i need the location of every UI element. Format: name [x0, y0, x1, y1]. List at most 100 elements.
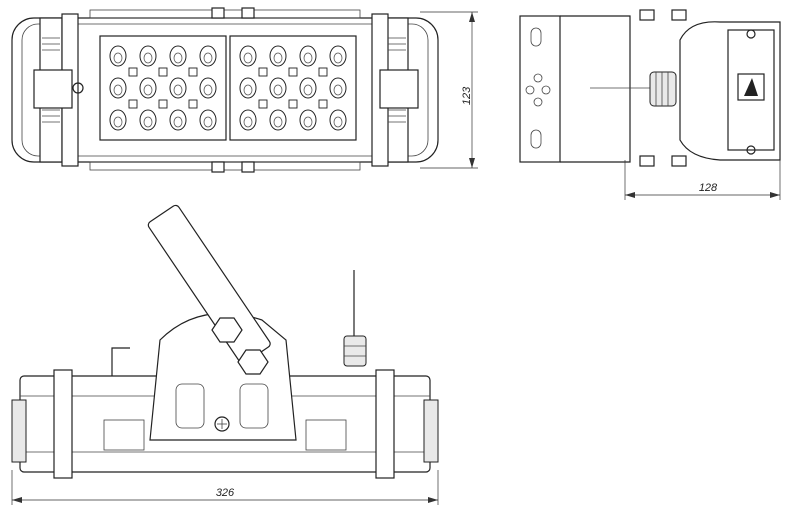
- led-lens: [139, 45, 157, 67]
- led-lens: [329, 109, 347, 131]
- left-clamp-elev: [53, 369, 73, 479]
- led-spacer: [188, 99, 198, 109]
- led-lens-inner: [333, 52, 343, 64]
- bracket-arms: [560, 15, 631, 163]
- lightning-icon: [744, 78, 758, 96]
- led-lens-inner: [143, 52, 153, 64]
- warning-label: [737, 73, 765, 101]
- led-spacer: [288, 99, 298, 109]
- bottom-nut-a: [211, 161, 225, 173]
- driver-screw-top: [746, 29, 756, 39]
- mount-slot-bottom: [530, 129, 542, 149]
- height-dimension: 123: [420, 11, 478, 169]
- led-lens: [299, 45, 317, 67]
- led-lens-inner: [143, 116, 153, 128]
- led-lens: [239, 109, 257, 131]
- led-spacer: [258, 67, 268, 77]
- height-label: 123: [461, 86, 473, 105]
- led-spacer: [318, 99, 328, 109]
- led-lens-inner: [113, 116, 123, 128]
- led-lens: [329, 45, 347, 67]
- top-view: [11, 7, 439, 173]
- mount-hole-4: [533, 97, 543, 107]
- led-lens-inner: [173, 116, 183, 128]
- led-lens: [139, 77, 157, 99]
- front-elevation: [11, 204, 439, 479]
- mount-plate: [519, 15, 561, 163]
- left-panel-elev: [103, 419, 145, 451]
- right-end-elev: [423, 399, 439, 463]
- depth-dimension: 128: [624, 160, 781, 200]
- led-lens-inner: [243, 84, 253, 96]
- right-cap-fins: [388, 37, 406, 123]
- led-lens-inner: [203, 116, 213, 128]
- yoke-slot-right: [239, 383, 269, 429]
- led-lens: [199, 45, 217, 67]
- led-lens: [199, 109, 217, 131]
- led-lens: [239, 45, 257, 67]
- led-lens-inner: [143, 84, 153, 96]
- led-lens: [139, 109, 157, 131]
- led-lens: [109, 109, 127, 131]
- led-lens: [239, 77, 257, 99]
- top-nut-a: [211, 7, 225, 19]
- led-lens-inner: [273, 52, 283, 64]
- top-rail: [89, 9, 361, 19]
- mount-slot-top: [530, 27, 542, 47]
- led-lens: [269, 77, 287, 99]
- led-spacer: [128, 99, 138, 109]
- led-lens-inner: [303, 116, 313, 128]
- mount-hole-1: [533, 73, 543, 83]
- led-lens-inner: [203, 84, 213, 96]
- led-spacer: [288, 67, 298, 77]
- led-lens-inner: [303, 52, 313, 64]
- led-lens: [109, 45, 127, 67]
- led-lens-inner: [173, 84, 183, 96]
- led-lens-inner: [173, 52, 183, 64]
- led-lens: [109, 77, 127, 99]
- led-spacer: [318, 67, 328, 77]
- led-spacer: [188, 67, 198, 77]
- led-spacer: [258, 99, 268, 109]
- led-lens: [269, 109, 287, 131]
- side-view: [519, 9, 781, 167]
- hex-nut-upper: [211, 317, 243, 343]
- left-bracket-handle: [33, 69, 73, 109]
- right-bracket-handle: [379, 69, 419, 109]
- led-lens-inner: [113, 84, 123, 96]
- right-clamp-elev: [375, 369, 395, 479]
- gland-elev: [343, 335, 367, 367]
- led-lens: [169, 45, 187, 67]
- led-lens-inner: [243, 116, 253, 128]
- length-dimension: 326: [11, 470, 439, 505]
- right-panel-elev: [305, 419, 347, 451]
- driver-housing: [679, 21, 781, 161]
- led-spacer: [158, 67, 168, 77]
- yoke-slot-left: [175, 383, 205, 429]
- led-lens: [199, 77, 217, 99]
- housing-inner-outline: [21, 23, 429, 157]
- gland-ribs: [655, 72, 669, 106]
- led-lens: [169, 109, 187, 131]
- hex-nut-lower: [237, 349, 269, 375]
- driver-screw-bottom: [746, 145, 756, 155]
- length-label: 326: [216, 487, 235, 499]
- left-screw: [72, 82, 84, 94]
- led-lens-inner: [243, 52, 253, 64]
- left-cap-fins: [42, 37, 60, 123]
- side-nuts: [639, 9, 687, 167]
- mount-hole-3: [541, 85, 551, 95]
- led-spacer: [128, 67, 138, 77]
- led-lens: [299, 109, 317, 131]
- led-lens: [269, 45, 287, 67]
- led-lens-inner: [273, 116, 283, 128]
- bottom-rail: [89, 161, 361, 171]
- led-lens-inner: [203, 52, 213, 64]
- led-lens-inner: [113, 52, 123, 64]
- led-panel-left: [99, 35, 227, 141]
- led-lens-inner: [273, 84, 283, 96]
- led-lens-inner: [333, 116, 343, 128]
- depth-label: 128: [699, 182, 718, 194]
